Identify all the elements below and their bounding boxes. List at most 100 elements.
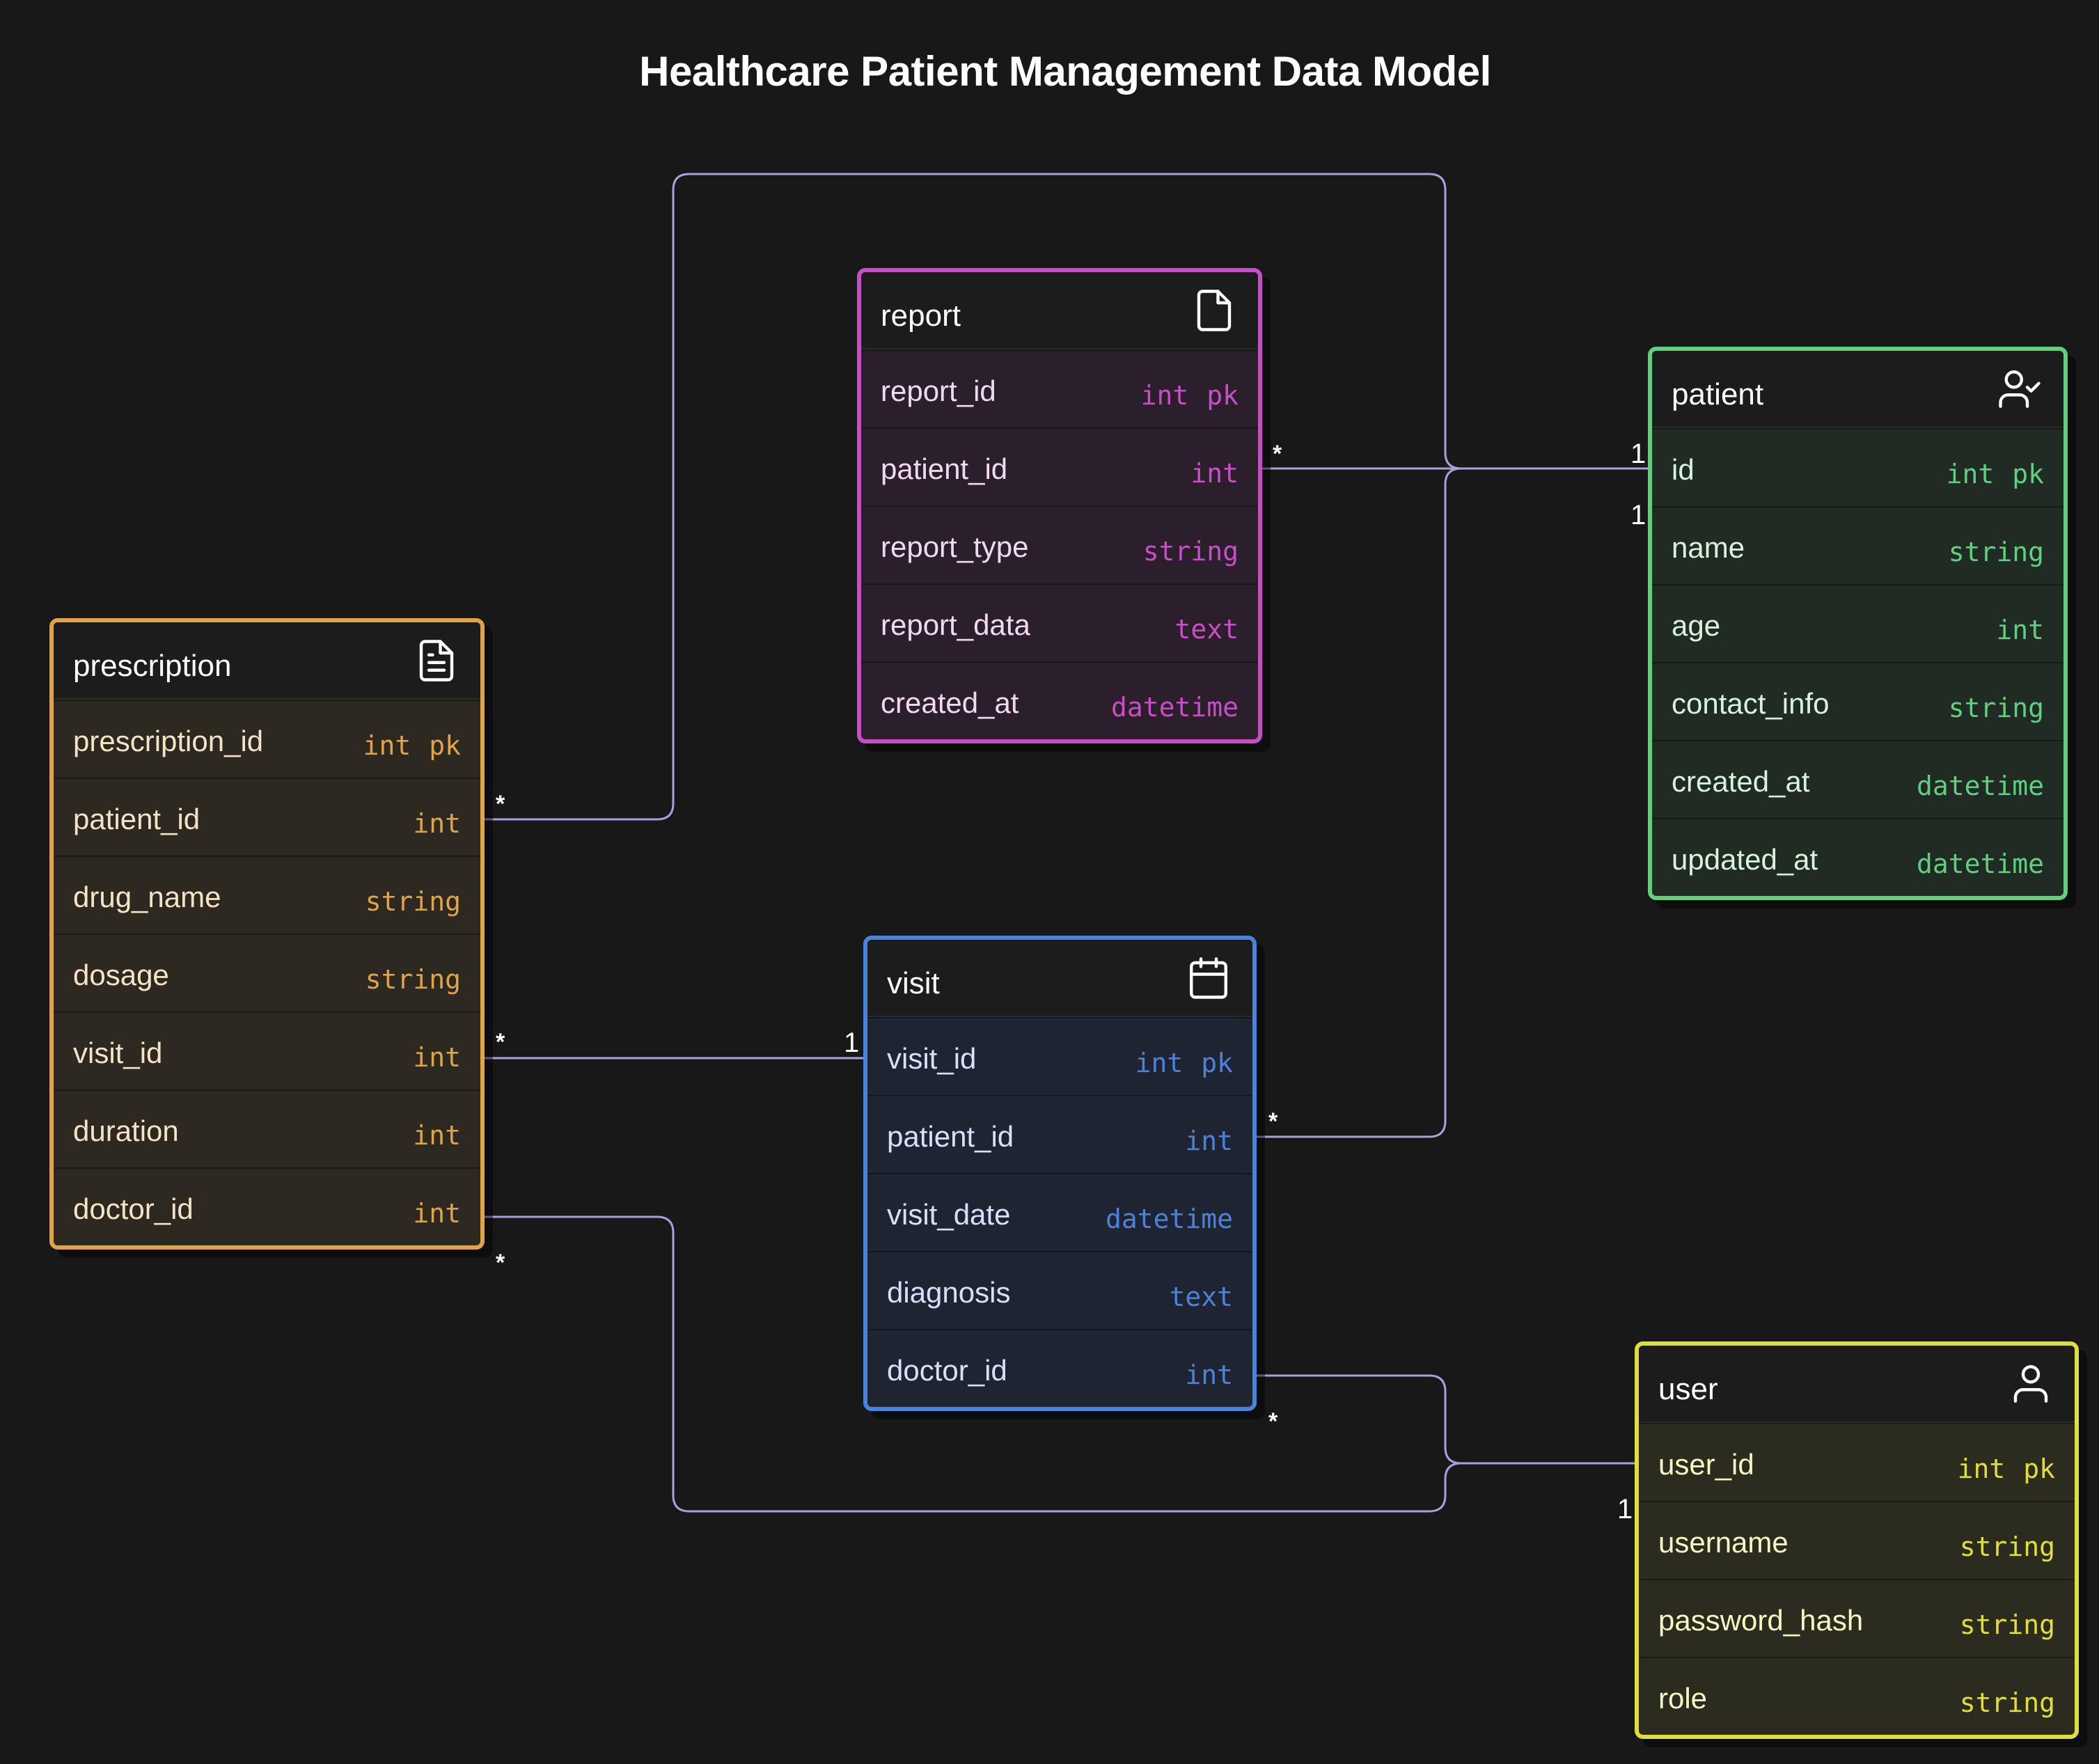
field-name: report_data [881, 608, 1030, 641]
field-datatype: int [1185, 1360, 1233, 1390]
field-name: dosage [73, 959, 169, 991]
field-type: text [1174, 614, 1239, 645]
field-datatype: int [363, 730, 411, 761]
field-name: visit_id [73, 1037, 163, 1069]
field-type: int [413, 808, 461, 839]
field-type: int [413, 1042, 461, 1073]
field-row[interactable]: patient_id int [867, 1095, 1252, 1173]
field-row[interactable]: age int [1652, 584, 2063, 662]
field-name: doctor_id [887, 1354, 1007, 1387]
primary-key-tag: pk [1201, 1048, 1233, 1078]
field-datatype: datetime [1105, 1204, 1233, 1234]
field-type: int [413, 1120, 461, 1151]
entity-header: prescription [54, 622, 480, 700]
primary-key-tag: pk [2023, 1454, 2055, 1484]
field-type: string [1949, 537, 2044, 567]
field-type: string [1949, 693, 2044, 723]
field-name: contact_info [1672, 687, 1830, 720]
visit-to-patient-connector [1250, 467, 1653, 1138]
field-datatype: int [413, 808, 461, 839]
entity-name: report [881, 299, 961, 333]
field-row[interactable]: contact_info string [1652, 662, 2063, 740]
cardinality-one: 1 [1617, 1494, 1633, 1525]
entity-header: report [861, 272, 1258, 349]
cardinality-many: * [496, 1029, 505, 1055]
field-datatype: text [1174, 614, 1239, 645]
prescription-to-patient-connector [479, 173, 1653, 821]
field-type: string [1960, 1609, 2055, 1640]
field-row[interactable]: doctor_id int [54, 1167, 480, 1245]
field-row[interactable]: username string [1639, 1501, 2075, 1579]
primary-key-tag: pk [2012, 459, 2044, 489]
field-name: report_id [881, 375, 996, 407]
field-datatype: int [1946, 459, 1995, 489]
entity-name: patient [1672, 377, 1764, 411]
field-type: int [413, 1198, 461, 1229]
field-name: drug_name [73, 881, 221, 913]
field-datatype: text [1169, 1282, 1233, 1312]
field-name: created_at [1672, 765, 1810, 798]
document-icon [1197, 290, 1232, 331]
user-icon [2013, 1365, 2048, 1403]
field-datatype: string [1959, 1609, 2055, 1640]
field-datatype: int [1996, 615, 2044, 645]
entity-name: prescription [73, 649, 232, 683]
primary-key-tag: pk [1206, 380, 1239, 411]
cardinality-many: * [496, 791, 505, 817]
entity-name: user [1658, 1372, 1718, 1406]
field-type: datetime [1106, 1204, 1233, 1234]
field-datatype: int [413, 1120, 461, 1151]
field-type: text [1169, 1282, 1233, 1312]
field-row[interactable]: visit_id int [54, 1011, 480, 1089]
field-datatype: int [1185, 1126, 1233, 1156]
prescription-to-user-connector [479, 1215, 1640, 1513]
field-type: int [1185, 1126, 1233, 1156]
cardinality-many: * [496, 1250, 505, 1276]
field-type: string [1960, 1531, 2055, 1562]
field-name: duration [73, 1115, 179, 1147]
field-name: username [1658, 1526, 1789, 1559]
field-row[interactable]: doctor_id int [867, 1329, 1252, 1407]
field-row[interactable]: duration int [54, 1089, 480, 1167]
field-name: age [1672, 609, 1721, 642]
field-row[interactable]: report_data text [861, 583, 1258, 661]
entity-header: visit [867, 940, 1252, 1017]
field-name: report_type [881, 530, 1029, 563]
calendar-icon [1190, 957, 1227, 999]
field-name: prescription_id [73, 725, 264, 757]
field-name: doctor_id [73, 1192, 194, 1225]
field-name: id [1672, 453, 1695, 486]
field-name: patient_id [887, 1120, 1014, 1153]
field-datatype: datetime [1110, 692, 1239, 723]
